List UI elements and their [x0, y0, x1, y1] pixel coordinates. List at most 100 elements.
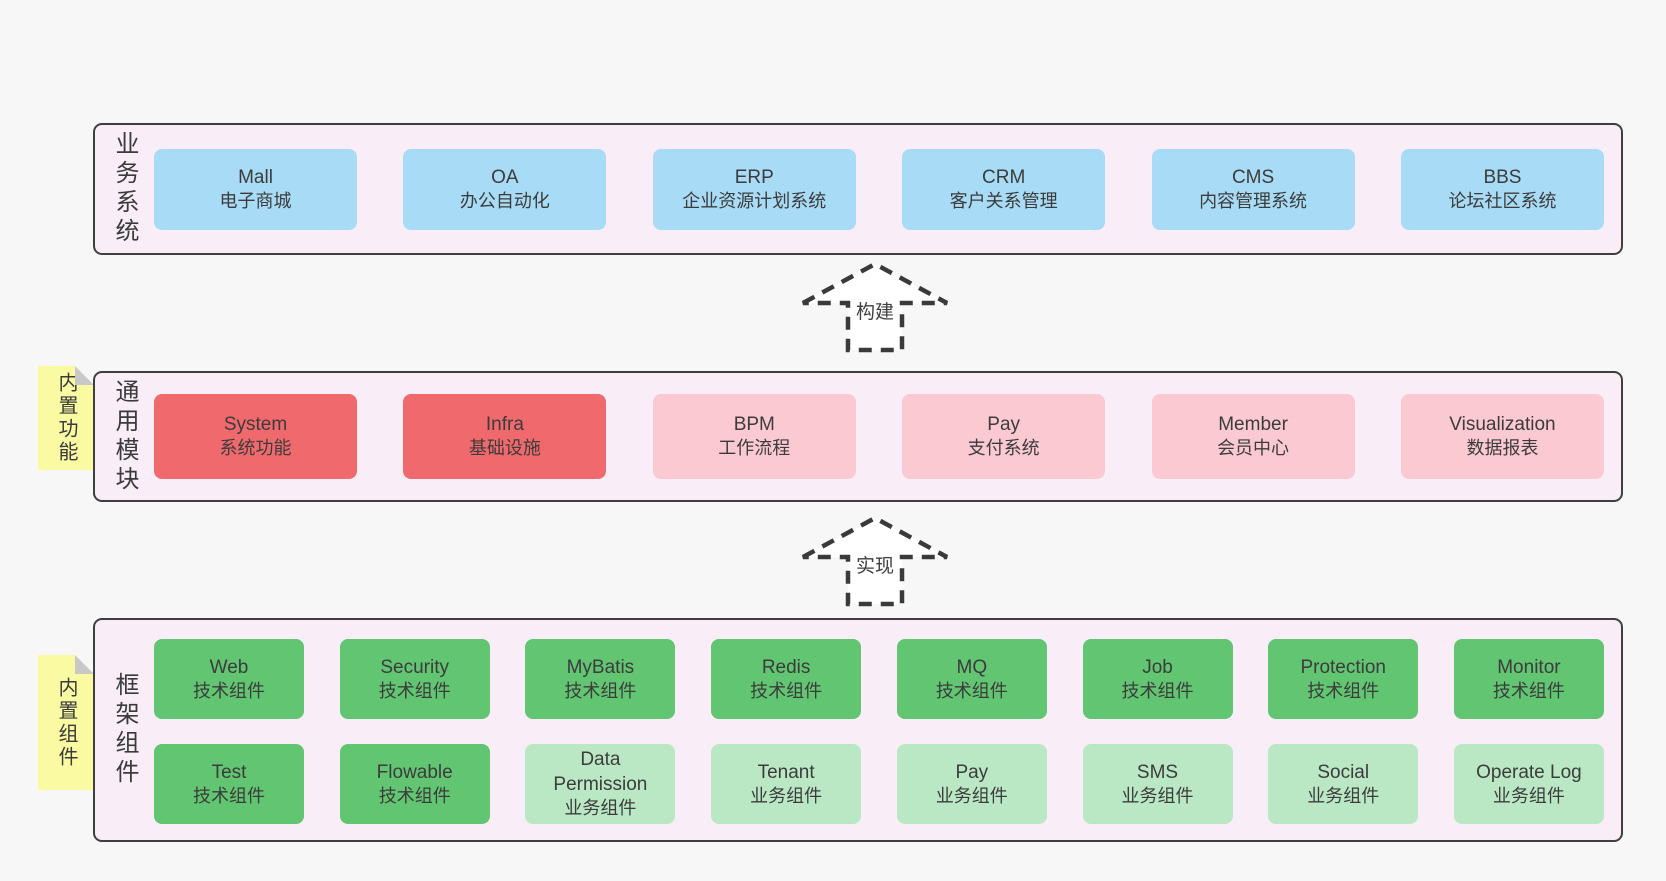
- box-operate-log: Operate Log 业务组件: [1453, 744, 1604, 824]
- box-subtitle: 业务组件: [935, 785, 1008, 806]
- box-subtitle: 企业资源计划系统: [682, 190, 827, 211]
- box-subtitle: 技术组件: [1121, 680, 1194, 701]
- box-title: OA: [491, 166, 519, 188]
- module-boxes-row: System 系统功能 Infra 基础设施 BPM 工作流程 Pay 支付系统…: [154, 373, 1604, 500]
- band-label-common-modules: 通用模块: [111, 378, 138, 495]
- band-label-framework-components: 框架组件: [111, 672, 138, 788]
- box-title: Mall: [238, 166, 273, 188]
- box-subtitle: 支付系统: [967, 438, 1040, 459]
- box-subtitle: 数据报表: [1466, 438, 1539, 459]
- box-title: Infra: [485, 414, 524, 436]
- box-title: MyBatis: [566, 656, 635, 678]
- arrow-implement: 实现: [800, 515, 950, 607]
- box-title: Monitor: [1497, 656, 1561, 678]
- band-framework-components: 框架组件 Web 技术组件 Security 技术组件 MyBatis 技术组件…: [93, 618, 1623, 842]
- up-arrow-icon: [801, 515, 949, 607]
- box-subtitle: 技术组件: [378, 680, 451, 701]
- box-protection: Protection 技术组件: [1268, 639, 1419, 719]
- box-subtitle: 会员中心: [1217, 438, 1290, 459]
- box-visualization: Visualization 数据报表: [1400, 394, 1604, 479]
- box-title: Operate Log: [1476, 761, 1582, 783]
- box-monitor: Monitor 技术组件: [1453, 639, 1604, 719]
- band-business-systems: 业务系统 Mall 电子商城 OA 办公自动化 ERP 企业资源计划系统 CRM…: [93, 123, 1623, 255]
- box-subtitle: 技术组件: [750, 680, 823, 701]
- box-data-permission: Data Permission 业务组件: [525, 744, 676, 824]
- box-subtitle: 技术组件: [193, 785, 265, 806]
- box-flowable: Flowable 技术组件: [339, 744, 490, 824]
- arrow-label: 实现: [855, 556, 894, 577]
- box-title: Social: [1317, 761, 1370, 783]
- business-boxes-row: Mall 电子商城 OA 办公自动化 ERP 企业资源计划系统 CRM 客户关系…: [154, 125, 1604, 253]
- box-job: Job 技术组件: [1082, 639, 1233, 719]
- box-crm: CRM 客户关系管理: [902, 148, 1106, 230]
- box-system: System 系统功能: [154, 394, 357, 479]
- sticky-note-builtin-components: 内置组件: [38, 655, 94, 790]
- box-subtitle: 技术组件: [1307, 680, 1380, 701]
- box-social: Social 业务组件: [1268, 744, 1419, 824]
- box-subtitle: 业务组件: [750, 785, 823, 806]
- box-web: Web 技术组件: [154, 639, 304, 719]
- box-mq: MQ 技术组件: [896, 639, 1047, 719]
- box-pay-business: Pay 业务组件: [896, 744, 1047, 824]
- component-row-2: Test 技术组件 Flowable 技术组件 Data Permission …: [154, 744, 1604, 824]
- box-subtitle: 技术组件: [564, 680, 637, 701]
- box-infra: Infra 基础设施: [403, 394, 607, 479]
- box-title: Security: [380, 656, 450, 678]
- box-title: Pay: [955, 761, 989, 783]
- box-mall: Mall 电子商城: [154, 148, 357, 230]
- box-mybatis: MyBatis 技术组件: [525, 639, 676, 719]
- box-title: Flowable: [376, 761, 453, 783]
- box-pay: Pay 支付系统: [902, 394, 1106, 479]
- box-test: Test 技术组件: [154, 744, 304, 824]
- sticky-label: 内置组件: [55, 676, 77, 769]
- box-oa: OA 办公自动化: [403, 148, 607, 230]
- box-security: Security 技术组件: [339, 639, 490, 719]
- box-title: ERP: [734, 166, 774, 188]
- band-common-modules: 通用模块 System 系统功能 Infra 基础设施 BPM 工作流程 Pay…: [93, 371, 1623, 502]
- box-member: Member 会员中心: [1151, 394, 1355, 479]
- arrow-label: 构建: [855, 302, 894, 323]
- up-arrow-icon: [801, 261, 949, 353]
- box-subtitle: 内容管理系统: [1199, 190, 1308, 211]
- box-sms: SMS 业务组件: [1082, 744, 1233, 824]
- component-rows: Web 技术组件 Security 技术组件 MyBatis 技术组件 Redi…: [154, 639, 1604, 824]
- box-title: Redis: [761, 656, 811, 678]
- box-subtitle: 技术组件: [1492, 680, 1565, 701]
- box-title: Test: [211, 761, 247, 783]
- box-subtitle: 办公自动化: [459, 190, 550, 211]
- box-subtitle: 业务组件: [1307, 785, 1380, 806]
- arrow-build: 构建: [800, 261, 950, 353]
- box-subtitle: 业务组件: [1492, 785, 1565, 806]
- box-title: Tenant: [757, 761, 815, 783]
- box-subtitle: 业务组件: [1121, 785, 1194, 806]
- folded-corner-icon: [75, 655, 94, 674]
- box-title: Member: [1218, 414, 1288, 436]
- box-redis: Redis 技术组件: [711, 639, 862, 719]
- box-title: MQ: [956, 656, 988, 678]
- box-title: BBS: [1483, 166, 1522, 188]
- box-subtitle: 基础设施: [468, 438, 541, 459]
- box-title: Pay: [987, 414, 1021, 436]
- box-title: Protection: [1300, 656, 1386, 678]
- box-title: CRM: [982, 166, 1026, 188]
- folded-corner-icon: [75, 366, 94, 385]
- box-title: CMS: [1231, 166, 1275, 188]
- box-subtitle: 工作流程: [718, 438, 791, 459]
- box-subtitle: 技术组件: [935, 680, 1008, 701]
- box-subtitle: 客户关系管理: [949, 190, 1058, 211]
- box-title: SMS: [1136, 761, 1179, 783]
- box-title: BPM: [733, 414, 775, 436]
- box-cms: CMS 内容管理系统: [1151, 148, 1355, 230]
- band-label-business-systems: 业务系统: [111, 131, 138, 247]
- box-title: Visualization: [1449, 414, 1556, 436]
- box-subtitle: 论坛社区系统: [1448, 190, 1557, 211]
- box-bbs: BBS 论坛社区系统: [1400, 148, 1604, 230]
- box-subtitle: 系统功能: [219, 438, 292, 459]
- sticky-label: 内置功能: [55, 372, 77, 464]
- box-subtitle: 电子商城: [219, 190, 292, 211]
- component-row-1: Web 技术组件 Security 技术组件 MyBatis 技术组件 Redi…: [154, 639, 1604, 719]
- box-subtitle: 技术组件: [378, 785, 451, 806]
- box-title: System: [223, 414, 288, 436]
- box-erp: ERP 企业资源计划系统: [652, 148, 856, 230]
